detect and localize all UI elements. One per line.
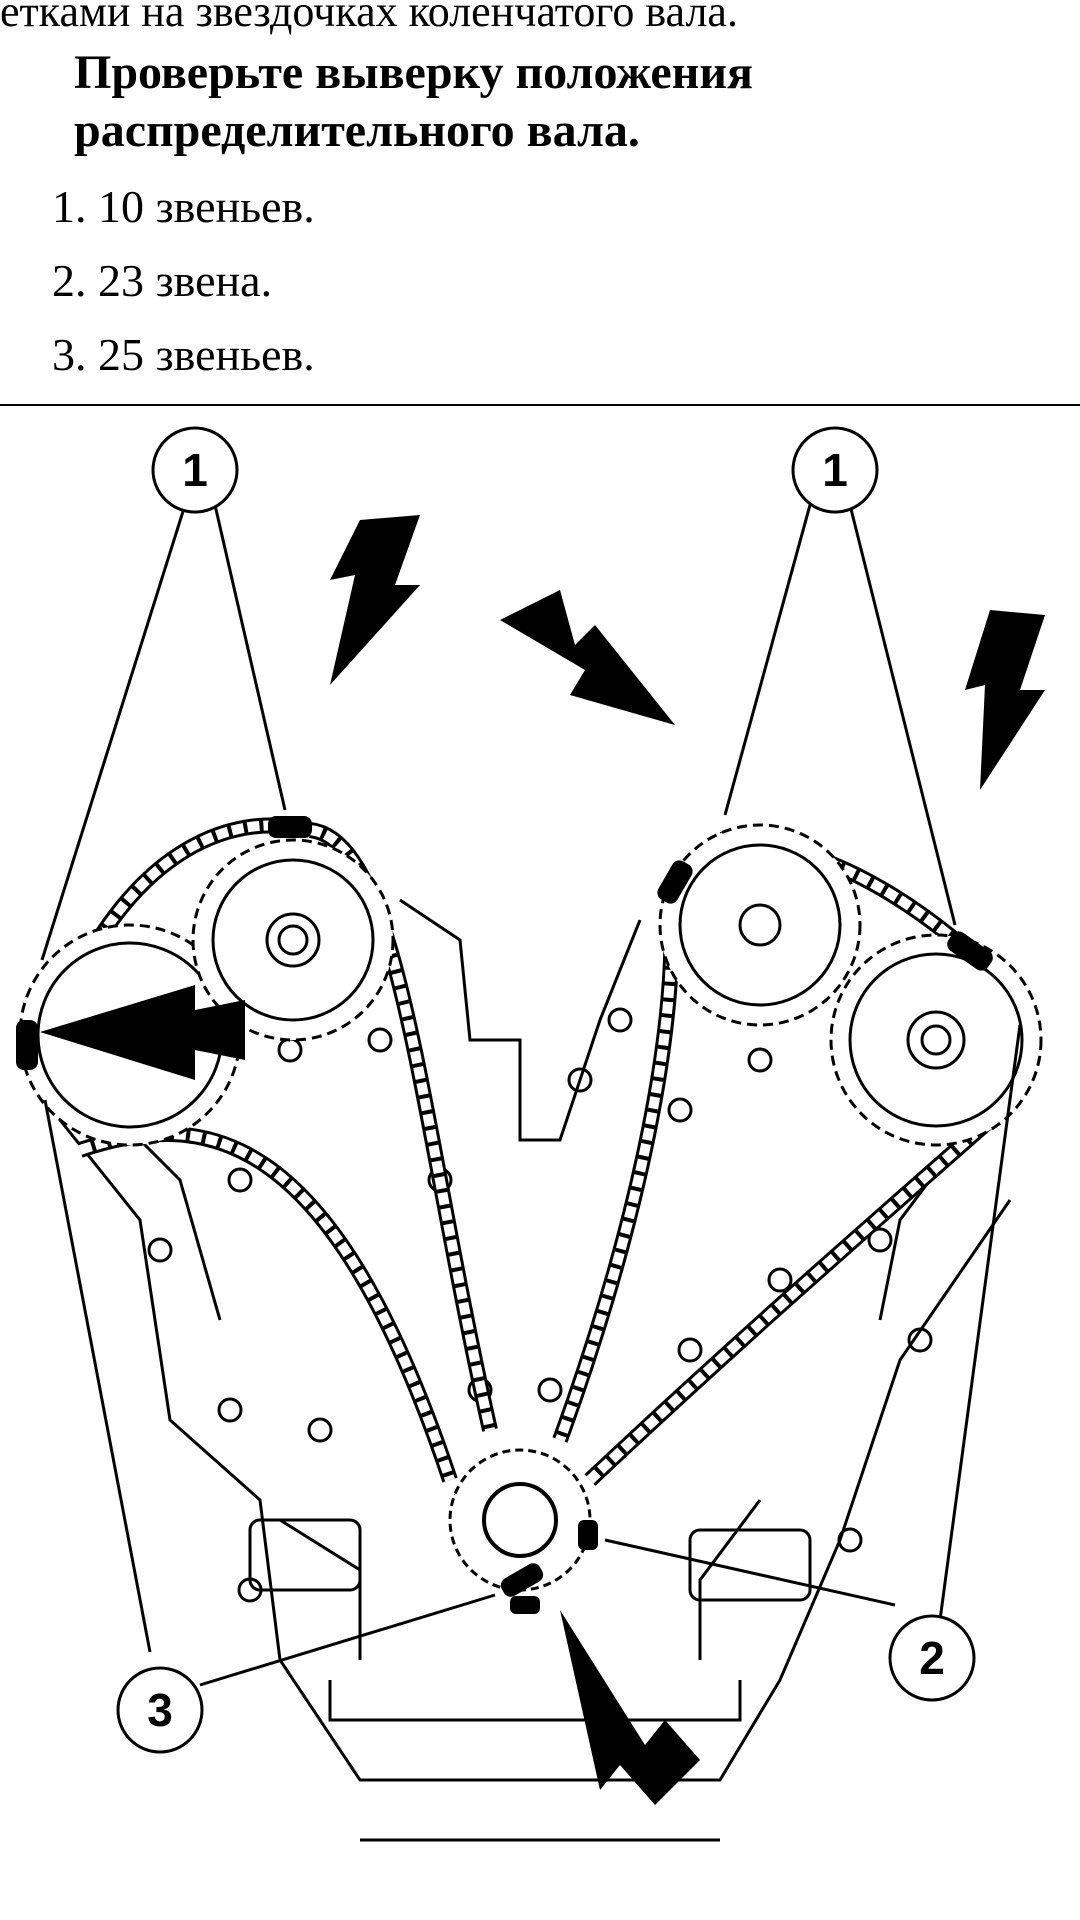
crankshaft-sprocket xyxy=(448,1448,592,1592)
callout-label-3: 3 xyxy=(147,1684,173,1736)
leader-lines xyxy=(40,504,1022,1687)
step-3: 3. 25 звеньев. xyxy=(52,329,315,380)
step-2: 2. 23 звена. xyxy=(52,255,273,306)
divider-line xyxy=(0,404,1080,406)
timing-chain-diagram: 1 1 2 3 xyxy=(16,426,1045,1842)
instruction-heading: Проверьте выверку положения распределите… xyxy=(74,46,754,157)
callout-markers: 1 1 2 3 xyxy=(116,426,976,1754)
cut-off-text-line: етками на звездочках коленчатого вала. xyxy=(0,0,738,36)
step-1: 1. 10 звеньев. xyxy=(52,181,315,232)
callout-3 xyxy=(116,1666,204,1754)
callout-label-1-right: 1 xyxy=(822,444,848,496)
callout-1-right xyxy=(791,426,879,514)
callout-label-2: 2 xyxy=(919,1632,945,1684)
timing-marks xyxy=(16,816,993,1614)
arrow-markers xyxy=(40,515,1045,1805)
camshaft-sprockets xyxy=(18,823,1043,1147)
bolts xyxy=(147,1007,933,1603)
callout-label-1-left: 1 xyxy=(182,444,208,496)
callout-1-left xyxy=(151,426,239,514)
callout-2 xyxy=(888,1614,976,1702)
